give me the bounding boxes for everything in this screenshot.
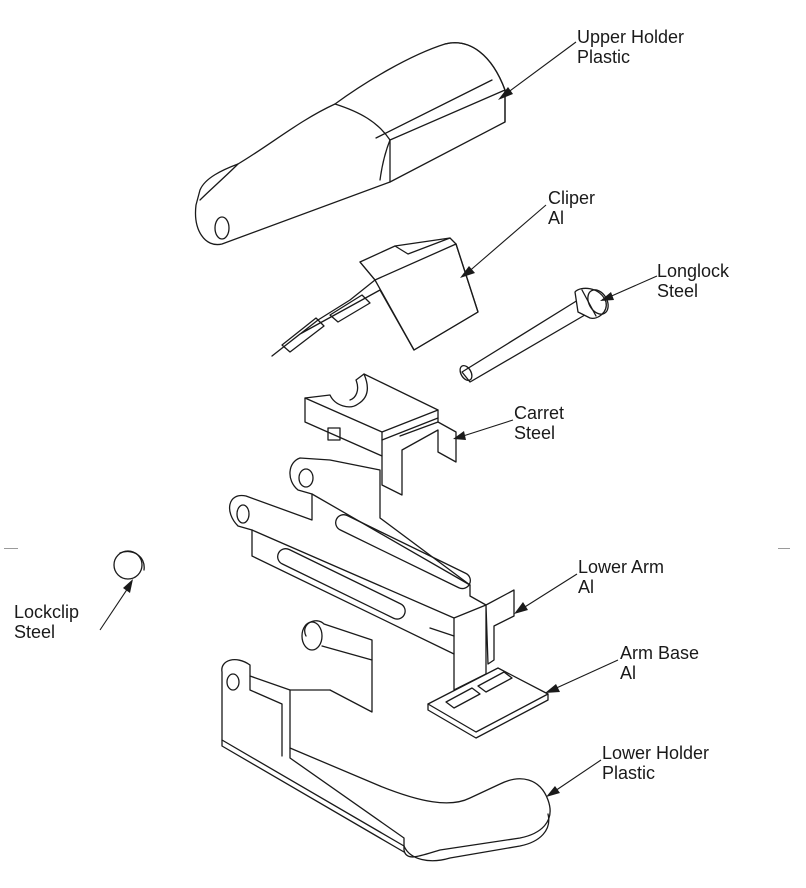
callout-cliper-material: Al (548, 208, 565, 228)
longlock-part (459, 287, 609, 383)
cliper-part (271, 237, 479, 357)
leader-upper-holder (498, 41, 577, 100)
callout-carret-material: Steel (514, 423, 556, 443)
callout-lower-arm-material: Al (578, 577, 595, 597)
callout-carret-name: Carret (514, 403, 565, 423)
leader-longlock (600, 275, 658, 301)
callout-lockclip-name: Lockclip (14, 602, 80, 622)
lower-holder-part (221, 620, 551, 862)
callout-upper-holder: Upper Holder Plastic (577, 27, 684, 67)
upper-holder-part (194, 42, 506, 246)
leader-lower-arm (514, 573, 578, 614)
leader-arm-base (545, 659, 619, 693)
callout-lower-holder: Lower Holder Plastic (602, 743, 709, 783)
callout-upper-holder-material: Plastic (577, 47, 631, 67)
leader-cliper (460, 204, 547, 278)
callout-arm-base-material: Al (620, 663, 637, 683)
right-edge-tick (778, 548, 790, 549)
callout-upper-holder-name: Upper Holder (577, 27, 685, 47)
callout-lower-arm: Lower Arm Al (578, 557, 664, 597)
lower-arm-part (228, 457, 515, 691)
leader-lower-holder (546, 759, 602, 797)
callout-longlock-material: Steel (657, 281, 699, 301)
leader-carret (453, 419, 514, 440)
callout-cliper-name: Cliper (548, 188, 596, 208)
callout-carret: Carret Steel (514, 403, 564, 443)
callout-lower-arm-name: Lower Arm (578, 557, 665, 577)
callout-lockclip-material: Steel (14, 622, 56, 642)
callout-arm-base: Arm Base Al (620, 643, 699, 683)
arm-base-part (427, 667, 549, 739)
callout-lower-holder-material: Plastic (602, 763, 656, 783)
callout-longlock: Longlock Steel (657, 261, 729, 301)
leader-lockclip (99, 579, 133, 631)
lockclip-part (113, 550, 145, 580)
callout-lockclip: Lockclip Steel (14, 602, 79, 642)
carret-part (304, 373, 457, 496)
left-edge-tick (4, 548, 18, 549)
callout-longlock-name: Longlock (657, 261, 730, 281)
callout-cliper: Cliper Al (548, 188, 595, 228)
callout-arm-base-name: Arm Base (620, 643, 700, 663)
callout-lower-holder-name: Lower Holder (602, 743, 710, 763)
